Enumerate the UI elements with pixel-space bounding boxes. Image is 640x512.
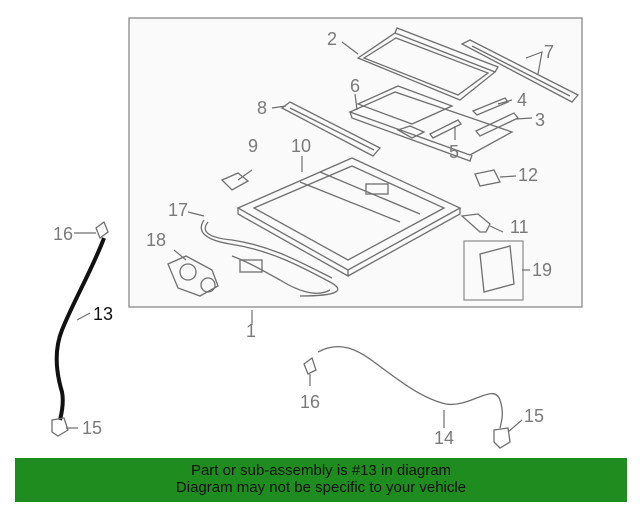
front-rail [280,101,382,157]
callout-13: 13 [93,304,113,324]
callout-16-left: 16 [53,224,73,244]
drain-hose-14 [317,345,503,429]
deflector-bracket [474,112,520,137]
banner-line-1: Part or sub-assembly is #13 in diagram [190,462,452,479]
callout-19: 19 [532,260,552,280]
banner-line-2: Diagram may not be specific to your vehi… [175,479,467,496]
callout-15-left: 15 [82,418,102,438]
callout-5: 5 [449,142,459,162]
callout-6: 6 [350,76,360,96]
callout-9: 9 [248,136,258,156]
callout-10: 10 [291,136,311,156]
callout-15-right: 15 [524,406,544,426]
callout-2: 2 [327,29,337,49]
callout-1: 1 [246,321,256,341]
clip-16-right [303,356,317,375]
glass-panel [356,27,499,101]
callout-12: 12 [518,165,538,185]
callout-8: 8 [257,98,267,118]
drain-strip [429,119,462,139]
assembly-box [128,17,583,308]
motor [167,255,219,297]
cable-tube [200,219,339,297]
label-sheet [479,245,515,293]
seal-bar [471,97,510,116]
elbow-15-right [493,427,511,449]
callout-4: 4 [517,90,527,110]
frame-upper [348,91,514,162]
drive-cable [231,255,331,294]
callout-18: 18 [146,230,166,250]
callout-3: 3 [535,110,545,130]
callout-16-right: 16 [300,392,320,412]
bracket [460,213,491,233]
callout-17: 17 [168,200,188,220]
clip [474,169,501,187]
sunshade [356,85,454,125]
rear-rail [460,39,580,103]
drain-hose-13 [54,237,106,421]
info-banner: Part or sub-assembly is #13 in diagram D… [15,458,627,502]
callout-11: 11 [510,217,529,237]
callout-7: 7 [544,42,554,62]
elbow-15-left [51,417,69,437]
leader-lines [66,41,543,433]
guide-block [220,172,250,191]
sunroof-frame [236,157,462,278]
clip-16-left [95,220,109,240]
callout-14: 14 [434,428,454,448]
